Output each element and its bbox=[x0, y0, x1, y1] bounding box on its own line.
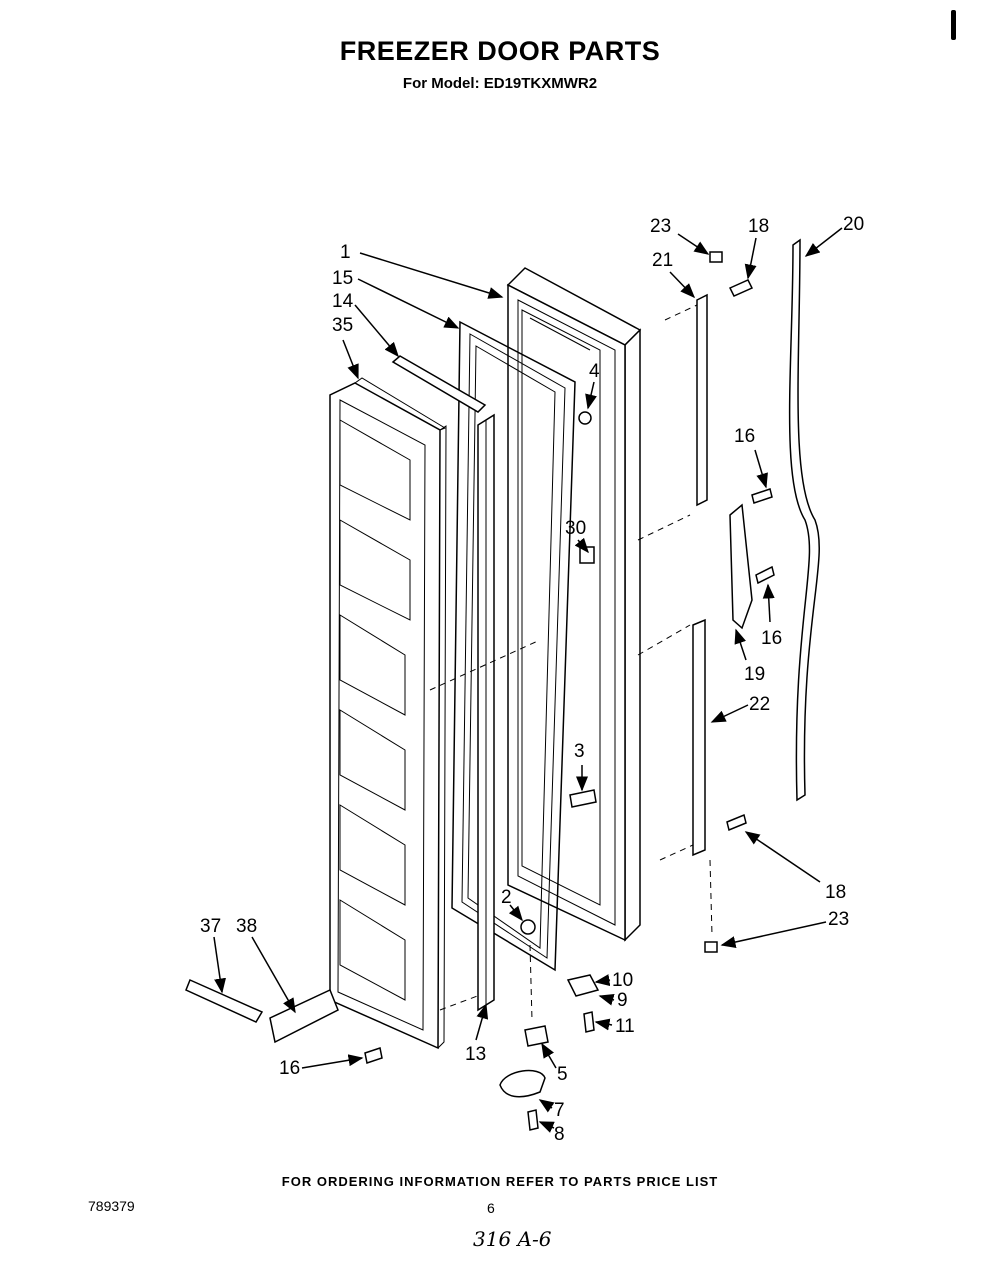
clip-30 bbox=[579, 546, 595, 564]
callout-18-lower: 18 bbox=[825, 882, 846, 903]
screw-18-lower bbox=[726, 813, 747, 832]
callout-3: 3 bbox=[574, 741, 585, 762]
screw-16-bottom bbox=[364, 1047, 383, 1064]
model-subtitle: For Model: ED19TKXMWR2 bbox=[402, 75, 598, 92]
callout-20: 20 bbox=[843, 214, 864, 235]
callout-35: 35 bbox=[332, 315, 353, 336]
callout-13: 13 bbox=[465, 1044, 486, 1065]
callout-37: 37 bbox=[200, 916, 221, 937]
bushing-5 bbox=[524, 1025, 549, 1047]
callout-22: 22 bbox=[749, 694, 770, 715]
callout-21: 21 bbox=[652, 250, 673, 271]
callout-30: 30 bbox=[565, 518, 586, 539]
callout-11: 11 bbox=[615, 1016, 635, 1037]
callout-8: 8 bbox=[554, 1124, 565, 1145]
screw-11 bbox=[583, 1011, 595, 1033]
callout-15: 15 bbox=[332, 268, 353, 289]
callout-19: 19 bbox=[744, 664, 765, 685]
alignment-lines bbox=[429, 304, 713, 1021]
door-handle bbox=[788, 238, 820, 802]
callout-16-upper: 16 bbox=[734, 426, 755, 447]
kickplate-37 bbox=[185, 978, 264, 1023]
bottom-hardware bbox=[185, 411, 600, 1131]
hinge-7 bbox=[499, 1069, 546, 1098]
callout-16-bottom: 16 bbox=[279, 1058, 300, 1079]
corner-mark bbox=[951, 10, 956, 40]
callout-labels: 1 15 14 35 23 18 21 20 4 16 30 16 19 22 … bbox=[200, 214, 864, 1145]
screw-8 bbox=[527, 1109, 539, 1131]
callout-5: 5 bbox=[557, 1064, 568, 1085]
liner-rail bbox=[477, 413, 495, 1012]
stop-3 bbox=[569, 789, 597, 808]
callout-38: 38 bbox=[236, 916, 257, 937]
callout-14: 14 bbox=[332, 291, 354, 312]
outer-door-panel bbox=[506, 267, 642, 942]
bracket-38 bbox=[269, 988, 339, 1044]
leader-lines bbox=[213, 227, 843, 1133]
handwritten-note: 316 A-6 bbox=[473, 1227, 552, 1251]
hinge-side-parts bbox=[692, 238, 820, 953]
upper-hinge-cover bbox=[696, 293, 708, 507]
callout-9: 9 bbox=[617, 990, 628, 1011]
page-number: 6 bbox=[487, 1200, 495, 1216]
lower-hinge-cover bbox=[692, 618, 706, 857]
cam-2 bbox=[520, 919, 536, 935]
top-trim-strip bbox=[391, 355, 487, 413]
callout-1: 1 bbox=[340, 242, 351, 263]
screw-16-upper bbox=[751, 488, 773, 504]
cap-upper bbox=[709, 251, 723, 263]
hinge-plate-10 bbox=[566, 974, 600, 997]
callout-16-lower: 16 bbox=[761, 628, 782, 649]
screw-16-lower bbox=[755, 565, 775, 585]
callout-7: 7 bbox=[554, 1100, 565, 1121]
page-title: FREEZER DOOR PARTS bbox=[339, 36, 661, 66]
document-number: 789379 bbox=[88, 1198, 135, 1214]
callout-4: 4 bbox=[589, 361, 600, 382]
ordering-note: FOR ORDERING INFORMATION REFER TO PARTS … bbox=[281, 1174, 719, 1189]
callout-23-lower: 23 bbox=[828, 909, 849, 930]
door-gasket bbox=[451, 320, 576, 972]
handle-bracket bbox=[729, 503, 753, 630]
cap-lower bbox=[704, 941, 718, 953]
door-liner bbox=[329, 377, 447, 1050]
callout-10: 10 bbox=[612, 970, 633, 991]
screw-18-upper bbox=[728, 279, 754, 297]
callout-23-top: 23 bbox=[650, 216, 671, 237]
callout-2: 2 bbox=[501, 887, 512, 908]
callout-18-top: 18 bbox=[748, 216, 769, 237]
shelf-bins bbox=[339, 419, 411, 1001]
plug-4 bbox=[578, 411, 592, 425]
